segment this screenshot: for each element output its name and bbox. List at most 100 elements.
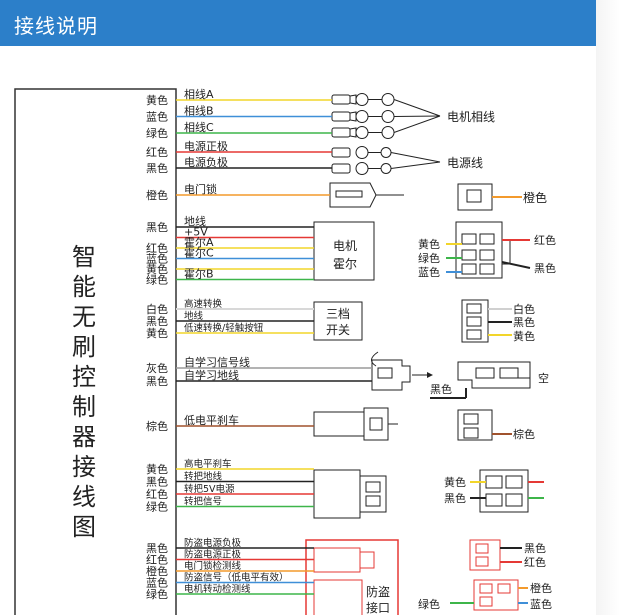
power-ring-terminal	[331, 162, 369, 175]
wire-function-label: 霍尔C	[184, 247, 214, 260]
antitheft-plug-bottom-right-label: 蓝色	[530, 597, 552, 611]
wire-function-label: 地线	[184, 214, 206, 228]
self-learn-plug-label-left: 黑色	[430, 382, 452, 396]
antitheft-group: 防盗 接口 黑色 红色 橙色 蓝色 绿色	[305, 539, 552, 615]
power-target-label: 电源线	[447, 156, 483, 170]
wire-color-label: 黄色	[146, 93, 168, 107]
wire-color-label: 橙色	[146, 188, 168, 202]
wire-function-label: 霍尔B	[184, 268, 214, 281]
throttle-group: 黄色 黑色	[313, 469, 544, 519]
wire-color-label: 绿色	[146, 273, 168, 287]
hall-box-line: 电机	[333, 239, 357, 253]
wire-function-label: 自学习地线	[184, 368, 239, 382]
wire-function-label: 相线A	[184, 87, 214, 101]
wire-function-label: 相线B	[184, 104, 214, 118]
controller-label-char: 接	[72, 453, 96, 481]
throttle-plug-label: 黄色	[444, 475, 466, 489]
wire-color-label: 黑色	[146, 220, 168, 234]
controller-label-char: 刷	[72, 333, 96, 361]
phase-ring-terminal	[331, 126, 369, 139]
speed-switch-box	[313, 301, 363, 341]
controller-label-char: 图	[72, 513, 96, 541]
wire-function-label: 低速转换/轻触按钮	[184, 322, 264, 334]
wire-color-label: 黑色	[146, 161, 168, 175]
wire-function-label: 相线C	[184, 120, 214, 134]
antitheft-plug-bottom-right-label: 橙色	[530, 581, 552, 595]
antitheft-box-line: 接口	[366, 600, 390, 615]
antitheft-plug-bottom-left-label: 绿色	[418, 597, 440, 611]
wire-function-label: 转把5V电源	[184, 483, 235, 495]
wire-color-label: 红色	[146, 145, 168, 159]
door-lock-plug-color-label: 橙色	[523, 190, 547, 205]
antitheft-box-line: 防盗	[366, 584, 390, 599]
throttle-connector	[313, 469, 361, 519]
motor-phase-group: 电机相线	[331, 93, 495, 139]
header-bar: 接线说明	[0, 0, 596, 46]
self-learn-group: 黑色 空	[371, 351, 549, 399]
wire-function-label: 高速转换	[184, 298, 223, 310]
controller-label-char: 无	[72, 303, 96, 331]
wire-color-label: 红色	[146, 487, 168, 501]
wire-function-label: 自学习信号线	[184, 355, 250, 369]
hall-plug-label-right: 黑色	[534, 261, 556, 275]
controller-box	[14, 88, 177, 615]
speed-plug-label: 白色	[513, 302, 535, 316]
wire-function-label: 高电平刹车	[184, 458, 232, 470]
wire-color-label: 黄色	[146, 262, 168, 276]
wire-function-label: 防盗信号（低电平有效）	[184, 572, 289, 584]
wire-color-label: 红色	[146, 553, 168, 567]
speed-switch-box-line: 三档	[326, 307, 350, 321]
wire-function-label: +5V	[184, 226, 208, 239]
wire-function-label: 转把信号	[184, 496, 222, 508]
hall-group: 电机 霍尔 黄色 绿色 蓝色 红色 黑色	[313, 221, 556, 281]
wire-color-label: 灰色	[146, 361, 168, 375]
wire-color-label: 黑色	[146, 374, 168, 388]
wire-color-label: 橙色	[146, 564, 168, 578]
low-brake-plug-label: 棕色	[513, 427, 535, 441]
wire-color-label: 黄色	[146, 326, 168, 340]
wire-color-label: 黄色	[146, 462, 168, 476]
speed-plug-label: 黄色	[513, 329, 535, 343]
page-edge-shadow	[596, 0, 620, 615]
wire-function-label: 转把地线	[184, 471, 223, 483]
wire-function-label: 电机转动检测线	[184, 583, 251, 595]
wire-color-label: 蓝色	[146, 576, 168, 590]
antitheft-plug-top-label: 黑色	[524, 541, 546, 555]
wire-color-label: 黑色	[146, 314, 168, 328]
wire-function-label: 电门锁检测线	[184, 560, 242, 572]
controller-label-char: 制	[72, 393, 96, 421]
wire-function-label: 电源正极	[184, 139, 228, 153]
low-brake-connector	[313, 411, 365, 437]
wire-color-label: 蓝色	[146, 252, 168, 266]
phase-ring-terminal	[331, 110, 369, 123]
wire-color-label: 绿色	[146, 126, 168, 140]
hall-box	[313, 221, 375, 281]
wire-color-label: 黑色	[146, 541, 168, 555]
wire-function-label: 低电平刹车	[184, 413, 239, 427]
wire-function-label: 防盗电源负极	[184, 537, 242, 549]
wire-function-label: 防盗电源正极	[184, 549, 242, 561]
throttle-plug-label: 黑色	[444, 491, 466, 505]
wire-color-label: 绿色	[146, 500, 168, 514]
wire-function-label: 电门锁	[184, 182, 217, 196]
power-ring-terminal	[331, 146, 369, 159]
wire-color-label: 红色	[146, 241, 168, 255]
door-lock-plug	[457, 183, 493, 211]
speed-plug-label: 黑色	[513, 315, 535, 329]
speed-switch-group: 三档 开关 白色 黑色 黄色	[313, 299, 535, 343]
wire-color-label: 蓝色	[146, 110, 168, 124]
controller-label-char: 器	[72, 423, 96, 451]
wire-color-label: 棕色	[146, 419, 168, 433]
hall-plug-label-left: 绿色	[418, 251, 440, 265]
wire-function-label: 霍尔A	[184, 236, 214, 249]
controller-label-char: 控	[72, 363, 96, 391]
door-lock-group: 橙色	[329, 182, 547, 211]
phase-ring-terminal	[331, 93, 369, 106]
motor-phase-target-label: 电机相线	[447, 110, 495, 124]
hall-box-line: 霍尔	[333, 256, 357, 271]
hall-plug-label-left: 黄色	[418, 237, 440, 251]
hall-plug-label-right: 红色	[534, 233, 556, 247]
antitheft-plug-top-label: 红色	[524, 555, 546, 569]
